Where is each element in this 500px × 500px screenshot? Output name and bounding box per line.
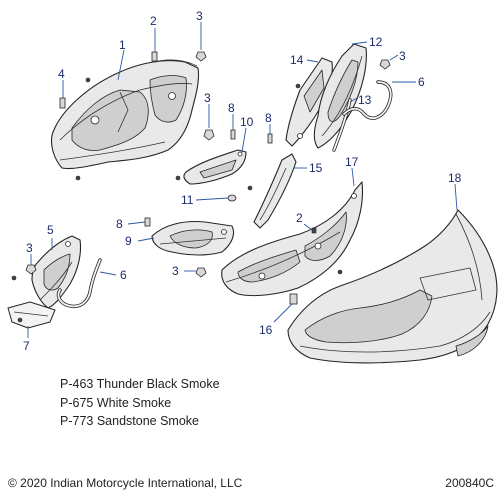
fastener-8b [267, 133, 273, 144]
leader-8c [127, 221, 146, 225]
callout-8: 8 [116, 217, 123, 231]
fastener-3e [379, 59, 391, 70]
part-18-outer-fairing [287, 209, 498, 364]
fastener-3c [195, 267, 207, 278]
part-11-small-bracket [183, 149, 247, 185]
callout-10: 10 [240, 115, 254, 129]
nut-f [247, 185, 253, 191]
fastener-11 [227, 194, 237, 202]
callout-6: 6 [120, 268, 127, 282]
nut-c [175, 175, 181, 181]
nut-h [295, 83, 301, 89]
fastener-2b [311, 227, 317, 234]
part-6-seal-left [56, 258, 102, 309]
leader-16 [273, 303, 293, 323]
nut-e [17, 317, 23, 323]
callout-15: 15 [309, 161, 323, 175]
callout-8: 8 [228, 101, 235, 115]
fastener-3d [25, 264, 37, 275]
callout-11: 11 [181, 193, 194, 207]
leader-12 [351, 41, 368, 45]
callout-1: 1 [119, 38, 126, 52]
nut-g [337, 269, 343, 275]
part-1-inner-fairing [51, 59, 200, 170]
fastener-8c [144, 217, 151, 227]
copyright-notice: © 2020 Indian Motorcycle International, … [8, 476, 243, 490]
callout-14: 14 [290, 53, 304, 67]
leader-10 [241, 127, 247, 153]
callout-13: 13 [358, 93, 372, 107]
callout-numbers: 1 2 2 3 3 3 3 3 4 5 6 6 7 8 8 8 9 10 11 … [23, 9, 462, 353]
callout-12: 12 [369, 35, 383, 49]
callout-3: 3 [204, 91, 211, 105]
leader-13 [349, 97, 358, 103]
leader-17 [351, 167, 355, 187]
callout-2: 2 [150, 14, 157, 28]
fastener-8a [230, 129, 236, 140]
callout-4: 4 [58, 67, 65, 81]
fastener-3a [195, 51, 207, 62]
nut-a [85, 77, 91, 83]
fastener-2 [151, 51, 158, 62]
leader-18 [454, 183, 458, 211]
legend-item: P-463 Thunder Black Smoke [60, 377, 220, 391]
part-6-seal-right [342, 80, 393, 120]
fastener-3b [203, 129, 215, 141]
callout-3: 3 [196, 9, 203, 23]
callout-7: 7 [23, 339, 30, 353]
leader-14 [306, 59, 319, 63]
nut-b [75, 175, 81, 181]
legend-item: P-675 White Smoke [60, 395, 172, 410]
callout-9: 9 [125, 234, 132, 248]
callout-5: 5 [47, 223, 54, 237]
part-5-side-panel [31, 235, 82, 309]
part-15-vertical-strip [253, 153, 297, 229]
part-12-vent-assembly [313, 43, 367, 149]
nut-d [11, 275, 17, 281]
leader-6b [99, 271, 117, 276]
leader-3e [389, 54, 399, 61]
leader-11 [195, 197, 229, 201]
fasteners [11, 51, 391, 323]
callout-16: 16 [259, 323, 273, 337]
leader-lines [27, 22, 458, 338]
callout-3: 3 [172, 264, 179, 278]
leader-9 [137, 237, 155, 242]
paint-code-legend: P-463 Thunder Black Smoke P-675 White Sm… [60, 375, 220, 431]
drawing-number: 200840C [445, 476, 494, 490]
part-9-bracket [151, 220, 235, 256]
part-13-inner-seal [332, 98, 352, 152]
legend-item: P-773 Sandstone Smoke [60, 414, 199, 428]
callout-17: 17 [345, 155, 359, 169]
callout-18: 18 [448, 171, 462, 185]
fastener-16 [289, 293, 298, 305]
callout-3: 3 [399, 49, 406, 63]
leader-1 [117, 49, 125, 81]
callout-8: 8 [265, 111, 272, 125]
part-17-fairing-frame [221, 181, 364, 297]
callout-6: 6 [418, 75, 425, 89]
callout-3: 3 [26, 241, 33, 255]
fastener-4 [59, 97, 66, 109]
callout-2: 2 [296, 211, 303, 225]
leader-2b [303, 223, 313, 231]
